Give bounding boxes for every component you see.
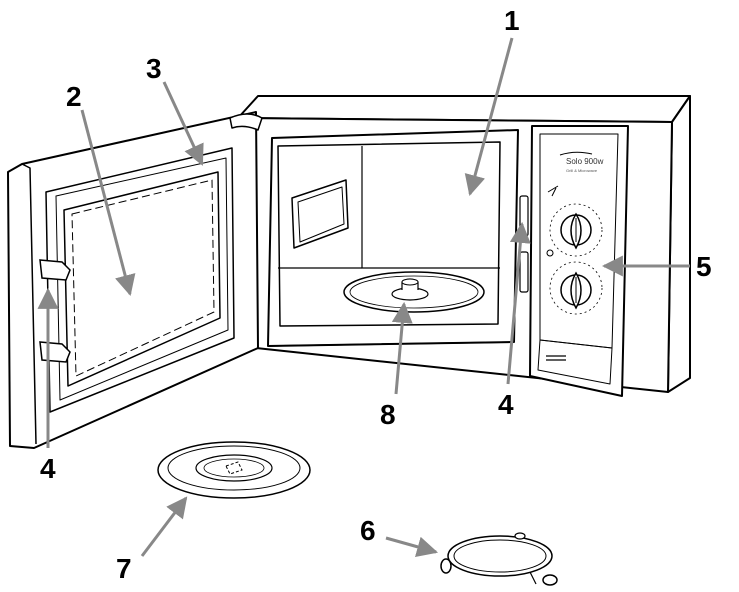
brand-label: Solo 900w — [566, 157, 604, 166]
arrow-7 — [140, 496, 188, 557]
callout-7: 7 — [116, 553, 132, 584]
power-knob-symbol — [547, 185, 559, 197]
door — [7, 111, 263, 449]
turntable-support — [343, 271, 485, 313]
callout-5: 5 — [696, 251, 712, 282]
callout-1: 1 — [504, 5, 520, 36]
leader-arrows — [37, 37, 690, 558]
callout-3: 3 — [146, 53, 162, 84]
power-knob[interactable] — [549, 203, 603, 257]
brand-sublabel: Grill & Microwave — [566, 168, 598, 173]
callout-4-right: 4 — [498, 389, 514, 420]
callout-8: 8 — [380, 399, 396, 430]
glass-turntable — [157, 441, 311, 499]
oven-cavity — [267, 129, 519, 347]
arrow-1 — [464, 37, 514, 197]
callout-4-left: 4 — [40, 453, 56, 484]
arrow-2 — [80, 109, 136, 297]
timer-knob-symbol — [546, 249, 554, 257]
callout-2: 2 — [66, 81, 82, 112]
arrow-3 — [162, 81, 204, 166]
control-panel — [529, 125, 629, 397]
brand-swoosh — [559, 151, 593, 156]
arrow-4b — [506, 221, 531, 385]
timer-knob[interactable] — [549, 261, 603, 315]
arrow-8 — [391, 301, 413, 395]
roller-ring — [440, 532, 558, 586]
callout-6: 6 — [360, 515, 376, 546]
arrow-6 — [385, 536, 439, 558]
